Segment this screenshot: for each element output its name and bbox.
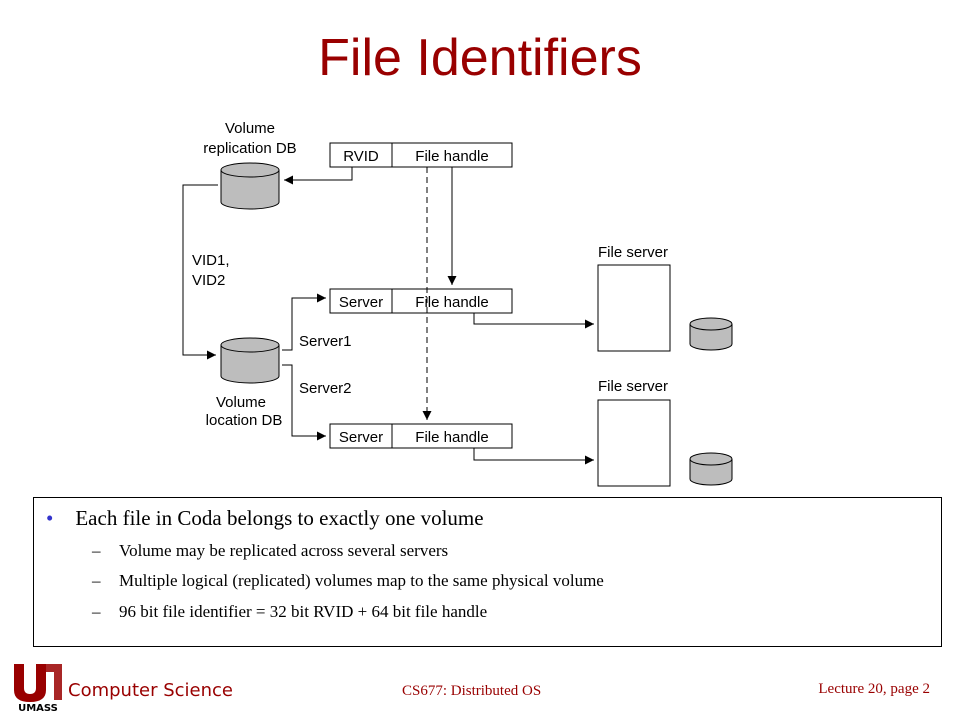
footer-course: CS677: Distributed OS — [402, 683, 542, 699]
volume-location-db-label-line1: Volume — [216, 394, 266, 411]
top-record-rvid: RVID — [343, 148, 379, 165]
volume-replication-db-label-line2: replication DB — [203, 140, 296, 157]
coda-file-identifier-diagram: Volume replication DB RVID File handle V… — [182, 120, 733, 487]
vid-label-line2: VID2 — [192, 272, 225, 289]
slide-title: File Identifiers — [318, 29, 642, 87]
top-record — [329, 142, 513, 168]
server-record-1 — [329, 288, 513, 314]
arrow-record-2-to-file-server-2 — [473, 448, 594, 465]
sub-bullet-2-text: Multiple logical (replicated) volumes ma… — [119, 571, 604, 590]
volume-replication-db-icon — [220, 162, 280, 210]
record-2-server: Server — [339, 429, 383, 446]
bullet-box: • Each file in Coda belongs to exactly on… — [33, 497, 942, 647]
file-server-2-disk-icon — [689, 452, 733, 486]
umass-logo: UMASS — [14, 664, 62, 712]
record-1-file-handle: File handle — [415, 294, 488, 311]
umass-logo-text: UMASS — [18, 703, 58, 712]
volume-replication-db-label-line1: Volume — [225, 120, 275, 137]
file-server-1-disk-icon — [689, 317, 733, 351]
arrow-location-db-to-record-1 — [282, 293, 326, 351]
server-record-2 — [329, 423, 513, 449]
main-bullet-text: Each file in Coda belongs to exactly one… — [75, 506, 484, 530]
sub-bullet-1-text: Volume may be replicated across several … — [119, 541, 449, 560]
file-server-2-box — [597, 399, 671, 487]
volume-location-db-label-line2: location DB — [206, 412, 283, 429]
sub-bullet-1: –Volume may be replicated across several… — [92, 541, 449, 560]
top-record-file-handle: File handle — [415, 148, 488, 165]
main-bullet: • Each file in Coda belongs to exactly on… — [46, 506, 484, 531]
arrow-rvid-to-replication-db — [284, 167, 353, 185]
server1-label: Server1 — [299, 333, 352, 350]
record-1-server: Server — [339, 294, 383, 311]
server2-label: Server2 — [299, 380, 352, 397]
file-server-1-label: File server — [598, 244, 668, 261]
volume-location-db-icon — [220, 337, 280, 384]
vid-label-line1: VID1, — [192, 252, 230, 269]
record-2-file-handle: File handle — [415, 429, 488, 446]
file-server-2-label: File server — [598, 378, 668, 395]
bullet-dot-icon: • — [46, 506, 54, 530]
file-server-1-box — [597, 264, 671, 352]
footer-department: Computer Science — [68, 680, 233, 701]
sub-bullet-3-text: 96 bit file identifier = 32 bit RVID + 6… — [119, 602, 488, 621]
sub-bullet-2: –Multiple logical (replicated) volumes m… — [92, 571, 604, 590]
footer-page-number: Lecture 20, page 2 — [818, 681, 930, 697]
arrow-record-1-to-file-server-1 — [473, 313, 594, 329]
sub-bullet-3: –96 bit file identifier = 32 bit RVID + … — [92, 602, 488, 621]
arrow-replication-to-location-db — [182, 184, 218, 360]
arrow-location-db-to-record-2 — [282, 364, 326, 441]
